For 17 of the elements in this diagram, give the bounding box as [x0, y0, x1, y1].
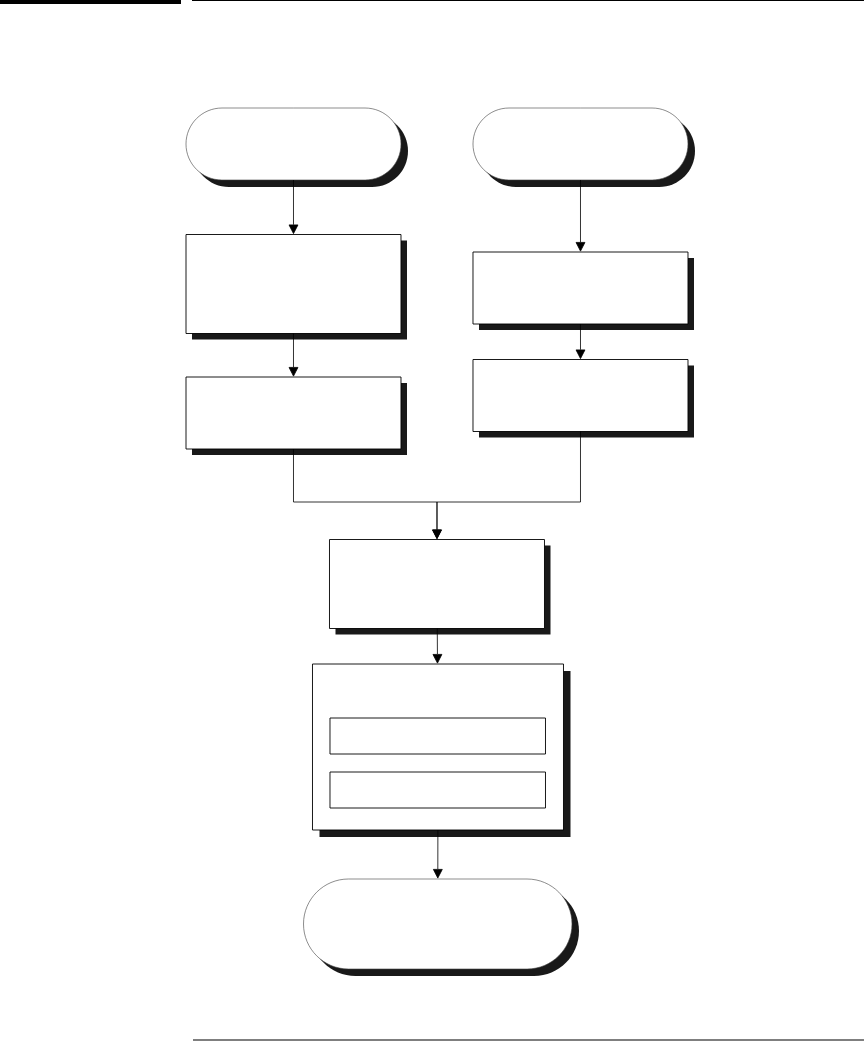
process-box [329, 539, 551, 635]
arrow [575, 179, 586, 252]
arrow [433, 829, 443, 879]
terminator-oval [303, 878, 579, 976]
process-box [472, 359, 694, 438]
process-box [329, 771, 546, 809]
process-box [329, 717, 546, 755]
terminator-oval [472, 107, 695, 187]
process-box [472, 251, 694, 330]
terminator-oval [185, 107, 408, 187]
arrow [288, 333, 299, 377]
arrow [575, 323, 586, 359]
arrow [432, 431, 581, 539]
arrow [432, 628, 443, 664]
process-box [185, 234, 407, 340]
arrow [288, 179, 299, 234]
process-box [185, 376, 407, 455]
